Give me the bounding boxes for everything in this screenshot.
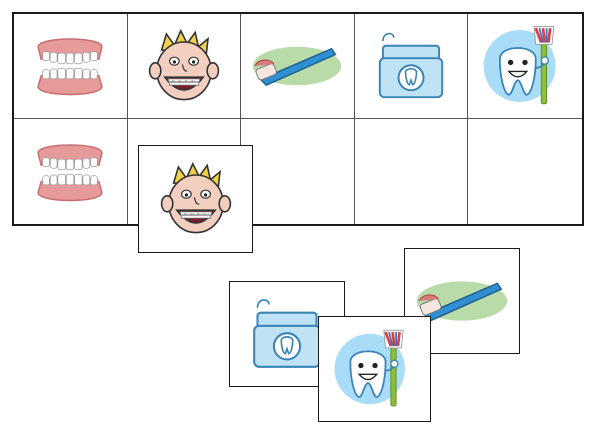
dentures-icon (32, 30, 108, 102)
board-slot-1-2[interactable] (127, 14, 242, 119)
game-board (12, 12, 584, 226)
dental-floss-icon (246, 293, 328, 375)
card-happy-tooth[interactable] (318, 316, 431, 422)
happy-tooth-toothpaste-icon (480, 21, 570, 111)
board-slot-2-1[interactable] (14, 119, 128, 224)
smiling-boy-braces-icon (144, 26, 224, 106)
dental-floss-icon (372, 27, 450, 105)
toothbrush-icon (249, 36, 345, 96)
card-smiling-boy[interactable] (138, 145, 253, 253)
board-slot-2-5[interactable] (468, 119, 582, 224)
board-slot-1-5[interactable] (468, 14, 582, 119)
board-slot-2-3[interactable] (241, 119, 355, 224)
board-slot-1-1[interactable] (14, 14, 128, 119)
happy-tooth-toothpaste-icon (331, 325, 419, 413)
board-slot-1-3[interactable] (241, 14, 355, 119)
board-slot-1-4[interactable] (354, 14, 469, 119)
dentures-icon (32, 136, 108, 208)
board-slot-2-4[interactable] (355, 119, 469, 224)
smiling-boy-braces-icon (156, 159, 236, 239)
